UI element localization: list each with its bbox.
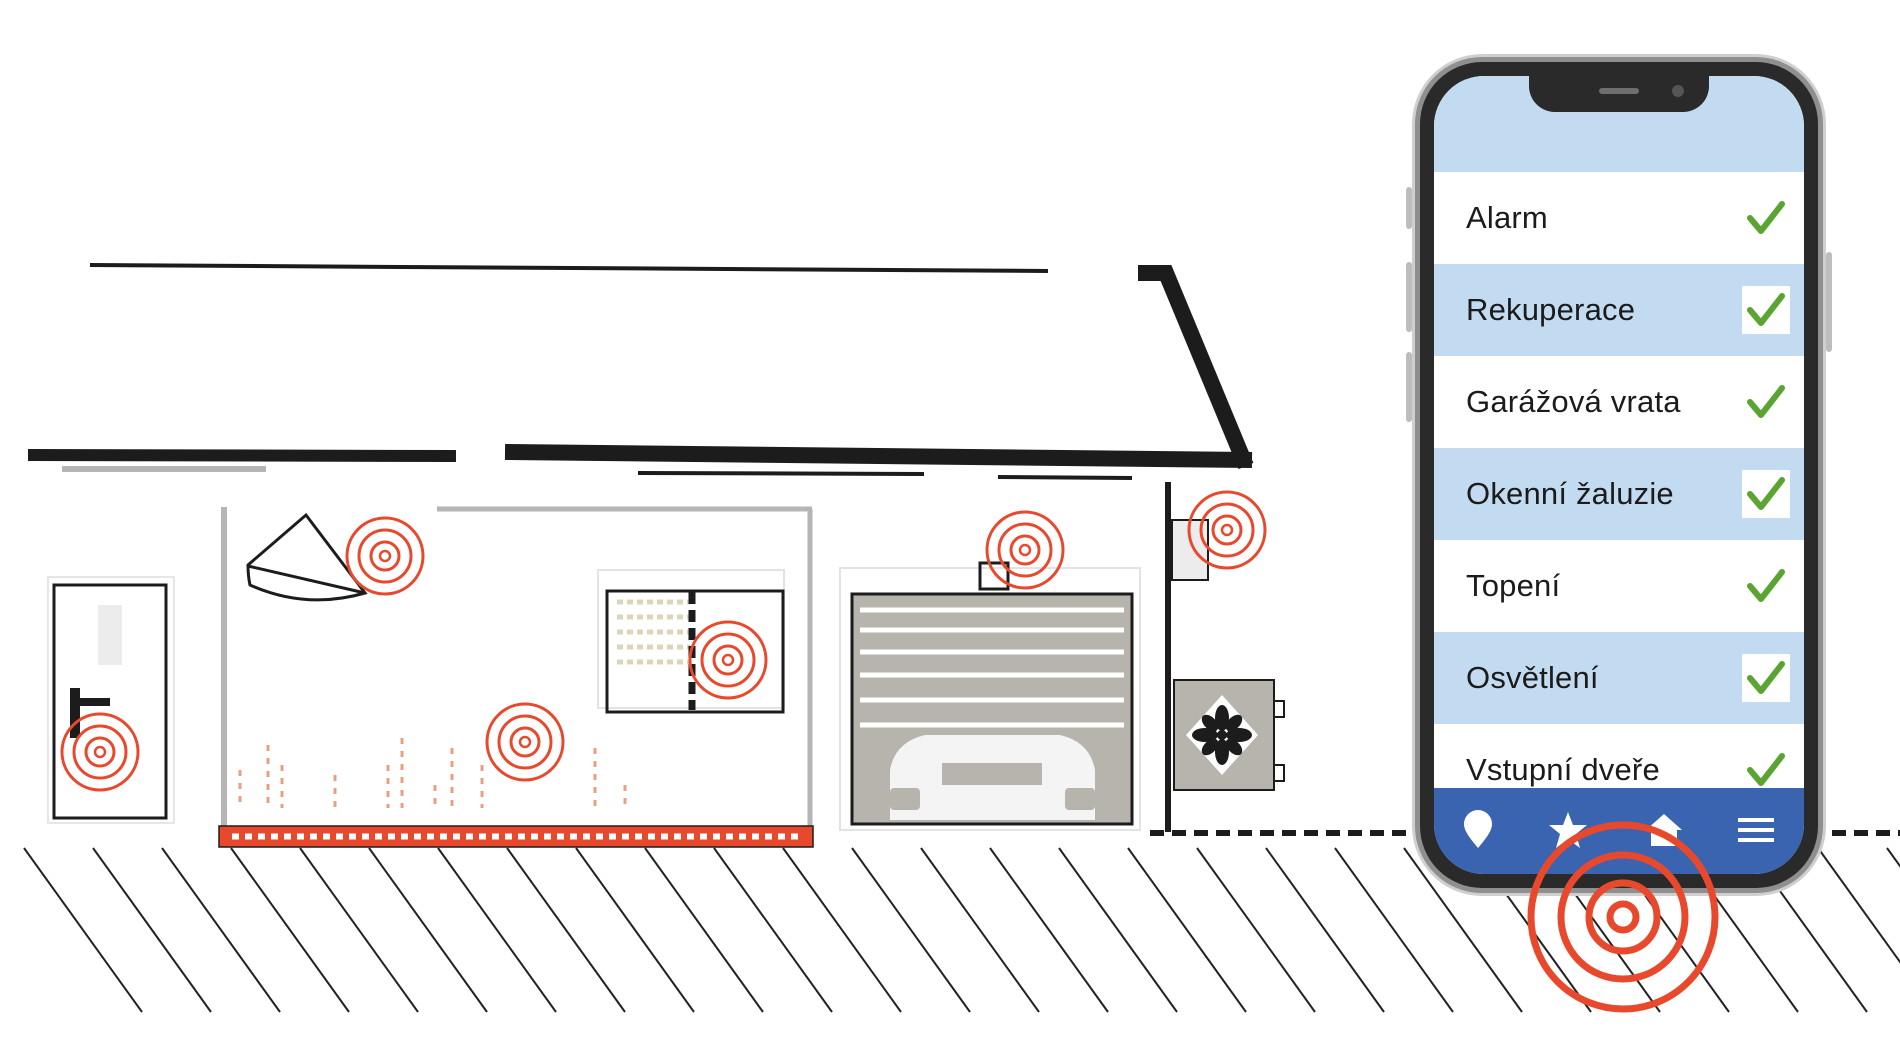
list-item-label: Topení [1466, 568, 1561, 603]
front-camera [1672, 85, 1684, 97]
location-pin-icon[interactable] [1456, 808, 1500, 852]
checkmark-icon[interactable] [1742, 286, 1790, 334]
signal-icon [485, 702, 565, 782]
phone-power-button [1826, 252, 1832, 352]
hatch-line [1058, 847, 1178, 1013]
bottom-nav-bar [1434, 788, 1804, 874]
window-blinds [617, 599, 690, 665]
hatch-line [782, 847, 902, 1013]
list-item-alarm[interactable]: Alarm [1434, 172, 1804, 264]
smartphone: Alarm Rekuperace Garážová vrata Okenní ž… [1406, 62, 1832, 888]
signal-icon [985, 510, 1065, 590]
hatch-line [299, 847, 419, 1013]
checkmark-icon[interactable] [1742, 378, 1790, 426]
list-item-label: Garážová vrata [1466, 384, 1681, 419]
hatch-line [23, 847, 143, 1013]
list-item-label: Okenní žaluzie [1466, 476, 1674, 511]
signal-icon [345, 516, 425, 596]
hatch-line [1886, 847, 1900, 868]
list-item-rekuperace[interactable]: Rekuperace [1434, 264, 1804, 356]
checkmark-icon[interactable] [1742, 654, 1790, 702]
hatch-line [713, 847, 833, 1013]
hatch-line [1334, 847, 1454, 1013]
recuperation-unit [1173, 679, 1285, 791]
home-icon[interactable] [1642, 808, 1686, 852]
hatch-line [1403, 847, 1523, 1013]
hatch-line [575, 847, 695, 1013]
hatch-line [230, 847, 350, 1013]
menu-icon[interactable] [1734, 808, 1778, 852]
ceiling-lamp [246, 512, 368, 602]
signal-icon [60, 712, 140, 792]
list-item-label: Vstupní dveře [1466, 752, 1660, 787]
list-item-label: Alarm [1466, 200, 1548, 235]
list-item-okenni-zaluzie[interactable]: Okenní žaluzie [1434, 448, 1804, 540]
phone-screen: Alarm Rekuperace Garážová vrata Okenní ž… [1434, 76, 1804, 874]
signal-icon [1187, 490, 1267, 570]
star-icon[interactable] [1546, 808, 1590, 852]
entrance-door [47, 576, 175, 824]
checkmark-icon[interactable] [1742, 562, 1790, 610]
list-item-label: Rekuperace [1466, 292, 1636, 327]
checkmark-icon[interactable] [1742, 746, 1790, 794]
hatch-line [1265, 847, 1385, 1013]
phone-notch [1529, 76, 1709, 112]
hatch-line [161, 847, 281, 1013]
phone-volume-down-button [1406, 352, 1412, 422]
list-item-garazova-vrata[interactable]: Garážová vrata [1434, 356, 1804, 448]
hatch-line [92, 847, 212, 1013]
window [605, 589, 785, 714]
hatch-line [989, 847, 1109, 1013]
roof [27, 263, 1254, 480]
hatch-line [920, 847, 1040, 1013]
heat-waves [238, 738, 627, 808]
list-item-label: Osvětlení [1466, 660, 1599, 695]
garage-door-slats [860, 607, 1124, 728]
list-item-topeni[interactable]: Topení [1434, 540, 1804, 632]
living-room [218, 506, 814, 848]
checkmark-icon[interactable] [1742, 194, 1790, 242]
garage [839, 482, 1209, 832]
hatch-line [437, 847, 557, 1013]
garage-sensor [978, 561, 1010, 591]
phone-side-button [1406, 187, 1412, 229]
speaker-grille [1599, 88, 1639, 94]
hatch-line [1817, 847, 1900, 964]
hatch-line [1196, 847, 1316, 1013]
list-item-osvetleni[interactable]: Osvětlení [1434, 632, 1804, 724]
hatch-line [644, 847, 764, 1013]
wireless-signals [60, 490, 1267, 792]
fan-icon [1192, 705, 1252, 765]
phone-volume-up-button [1406, 262, 1412, 332]
signal-icon [688, 620, 768, 700]
hatch-line [851, 847, 971, 1013]
hatch-line [368, 847, 488, 1013]
checkmark-icon[interactable] [1742, 470, 1790, 518]
hatch-line [1127, 847, 1247, 1013]
hatch-line [506, 847, 626, 1013]
floor-heating-strip [218, 825, 814, 848]
